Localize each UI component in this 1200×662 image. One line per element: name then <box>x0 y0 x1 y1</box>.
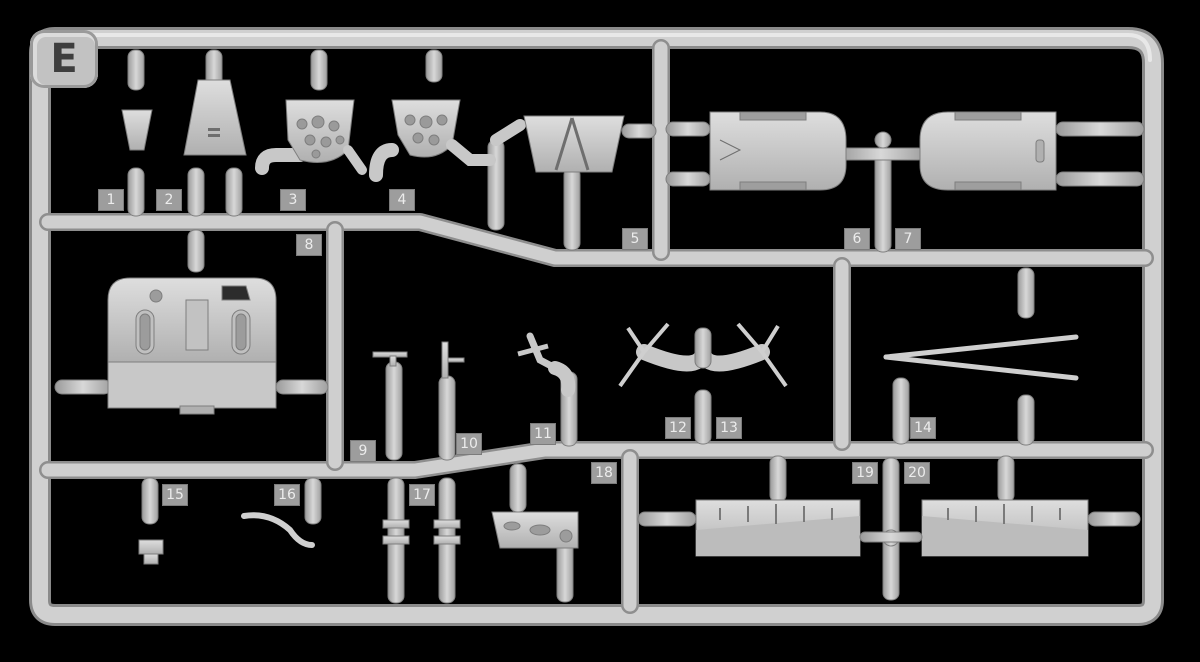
part-4 <box>369 99 496 182</box>
part-6 <box>709 111 847 191</box>
part-number-13: 13 <box>716 417 742 439</box>
part-number-11: 11 <box>530 423 556 445</box>
part-18 <box>491 511 579 549</box>
part-2 <box>183 79 247 156</box>
part-11 <box>517 332 576 397</box>
part-number-6: 6 <box>844 228 870 250</box>
part-9 <box>372 351 408 367</box>
part-number-7: 7 <box>895 228 921 250</box>
part-15 <box>138 539 164 565</box>
part-number-16: 16 <box>274 484 300 506</box>
part-number-9: 9 <box>350 440 376 462</box>
part-number-3: 3 <box>280 189 306 211</box>
vertical-runners <box>326 39 851 614</box>
gate-cross-19-20 <box>859 529 923 547</box>
part-number-17: 17 <box>409 484 435 506</box>
part-1 <box>121 109 153 151</box>
part-12-13 <box>618 322 788 388</box>
part-number-12: 12 <box>665 417 691 439</box>
part-8 <box>107 277 277 415</box>
part-17 <box>382 519 461 545</box>
part-number-19: 19 <box>852 462 878 484</box>
part-7 <box>919 111 1057 191</box>
part-16 <box>241 512 315 548</box>
part-number-14: 14 <box>910 417 936 439</box>
part-number-10: 10 <box>456 433 482 455</box>
part-10 <box>441 341 465 379</box>
part-number-15: 15 <box>162 484 188 506</box>
part-number-1: 1 <box>98 189 124 211</box>
part-number-2: 2 <box>156 189 182 211</box>
part-5 <box>490 115 625 173</box>
part-number-20: 20 <box>904 462 930 484</box>
sprue-letter-tab: E <box>30 30 98 88</box>
part-number-4: 4 <box>389 189 415 211</box>
part-number-8: 8 <box>296 234 322 256</box>
part-number-5: 5 <box>622 228 648 250</box>
part-number-18: 18 <box>591 462 617 484</box>
part-3 <box>255 99 367 175</box>
gates <box>54 49 1145 604</box>
part-14 <box>883 334 1079 381</box>
part-20 <box>921 499 1089 557</box>
part-19 <box>695 499 861 557</box>
gate-cross-6-7 <box>874 131 892 149</box>
